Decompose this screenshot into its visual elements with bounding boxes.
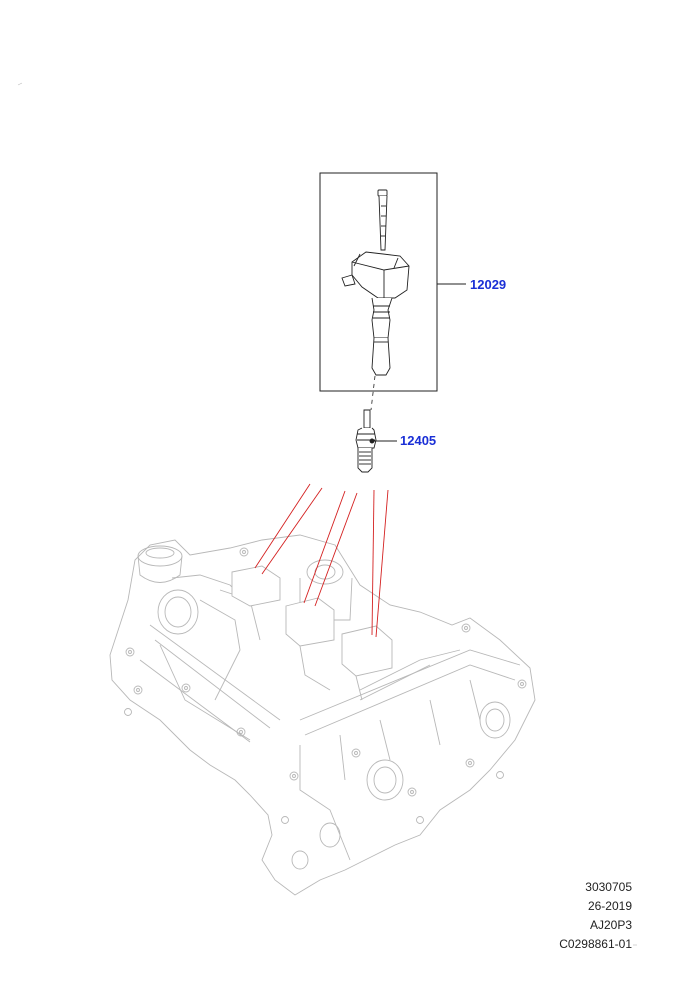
leader-lines xyxy=(254,483,389,638)
engine-block-illustration xyxy=(109,534,536,896)
callout-spark-plug[interactable]: 12405 xyxy=(400,433,437,448)
ref-line-2: 26-2019 xyxy=(587,899,632,913)
ref-line-3: AJ20P3 xyxy=(589,918,632,932)
coil-boot xyxy=(371,297,393,376)
ignition-coil-group xyxy=(319,172,466,411)
spark-plug-group xyxy=(355,409,397,473)
ref-line-1: 3030705 xyxy=(585,880,632,894)
coil-bolt xyxy=(377,189,388,251)
callout-ignition-coil[interactable]: 12029 xyxy=(470,277,507,292)
reference-block: 3030705 26-2019 AJ20P3 C0298861-01 xyxy=(559,878,632,954)
ref-line-4: C0298861-01 xyxy=(559,937,632,951)
coil-head xyxy=(341,251,410,299)
coil-outline-box xyxy=(319,172,438,392)
